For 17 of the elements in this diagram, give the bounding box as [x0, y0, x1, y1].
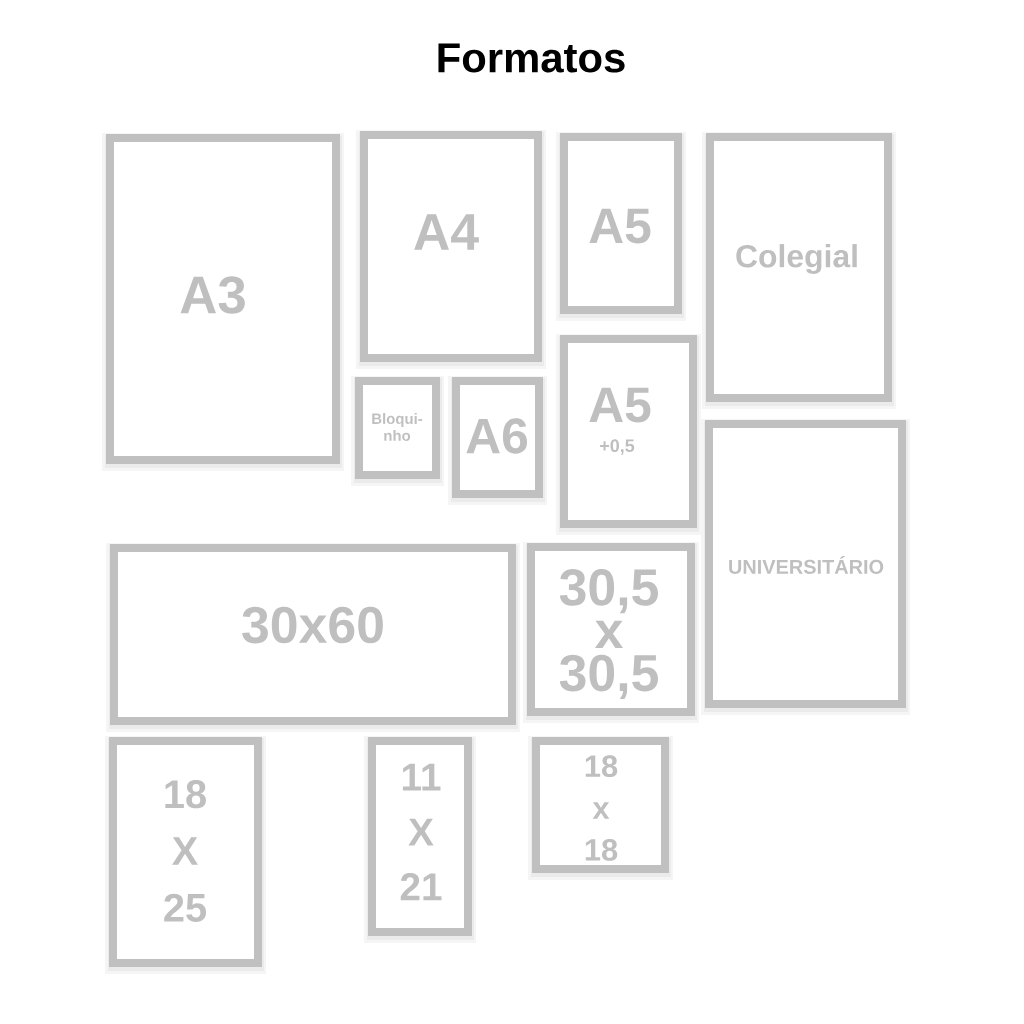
format-frame: A3	[102, 133, 344, 471]
format-frame: A5	[556, 132, 686, 321]
format-frame: A4	[356, 130, 546, 369]
format-frame: Bloqui- nho	[351, 376, 444, 486]
format-frame: A6	[448, 376, 547, 505]
format-frame: A5 +0,5	[556, 334, 701, 535]
format-frame: 18 X 25	[105, 736, 266, 974]
format-frame: Colegial	[702, 132, 896, 409]
format-frame: 30x60	[106, 543, 520, 732]
format-frame: 18 x 18	[528, 736, 673, 880]
title: Formatos	[438, 43, 625, 73]
format-frame: 11 X 21	[364, 736, 476, 943]
node-label: +0,5	[600, 439, 635, 455]
node-label: UNIVERSITÁRIO	[729, 556, 884, 574]
format-frame: 30,5 x 30,5	[523, 542, 699, 723]
node-label: 30,5 x 30,5	[559, 569, 658, 699]
node-label: A5	[589, 387, 651, 423]
